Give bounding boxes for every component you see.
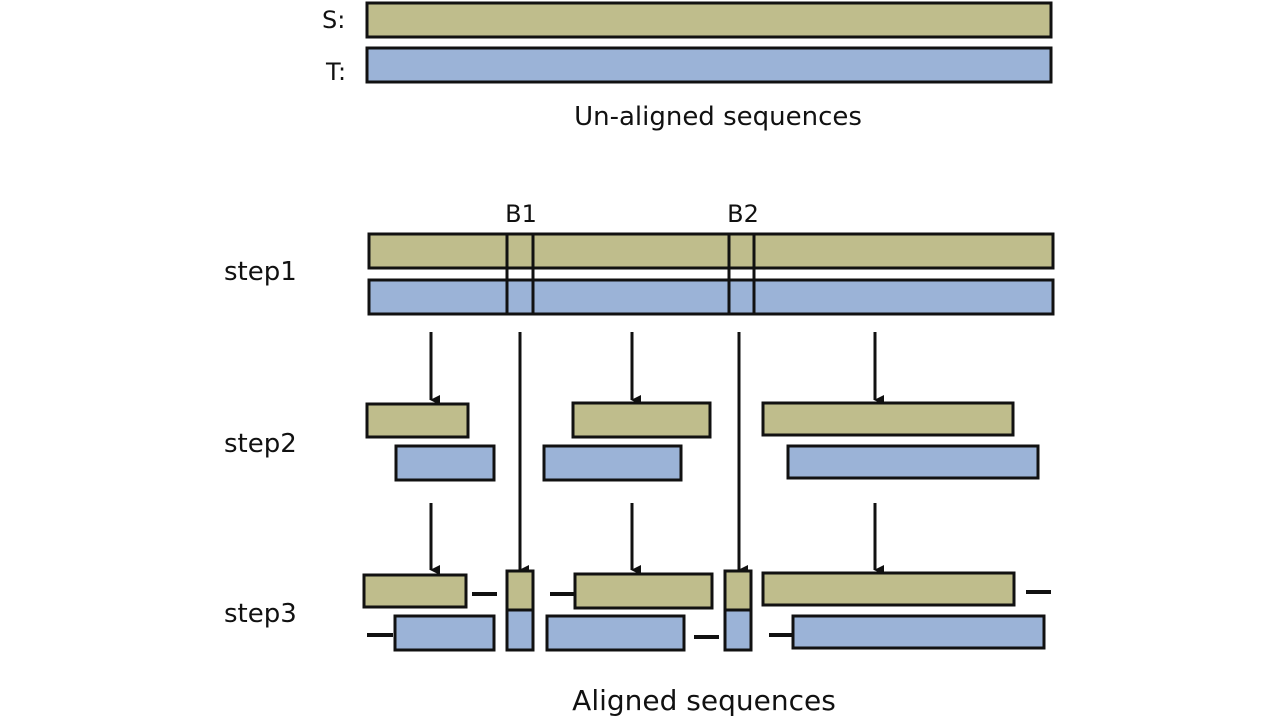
step3-target-segment-3 [791,614,1046,650]
breakpoint-b2-label: B2 [727,200,759,228]
source-sequence-bar [365,1,1053,39]
step3-source-segment-2 [573,572,714,610]
aligned-caption: Aligned sequences [572,684,836,717]
step2-source-segment-2 [571,401,712,439]
step3-target-segment-2 [545,614,686,652]
step3-b1-source-block [505,569,535,612]
step2-source-segment-3 [761,401,1015,437]
step2-source-segment-1 [365,402,470,439]
step2-target-segment-3 [786,444,1040,480]
breakpoint-b1-label: B1 [505,200,537,228]
source-sequence-label: S: [322,6,345,34]
step1-source-bar [367,232,1055,270]
step3-b1-target-block [505,608,535,652]
step2-target-segment-1 [394,444,496,482]
unaligned-caption: Un-aligned sequences [574,102,862,132]
step2-target-segment-2 [542,444,683,482]
step2-label: step2 [224,429,297,459]
step1-target-bar [367,278,1055,316]
step3-b2-target-block [723,608,753,652]
target-sequence-label: T: [325,58,346,86]
step3-label: step3 [224,599,297,629]
target-sequence-bar [365,46,1053,84]
step3-source-segment-1 [362,573,468,609]
step3-b2-source-block [723,569,753,612]
step1-label: step1 [224,257,297,287]
step3-target-segment-1 [393,614,496,652]
step3-source-segment-3 [761,571,1016,607]
